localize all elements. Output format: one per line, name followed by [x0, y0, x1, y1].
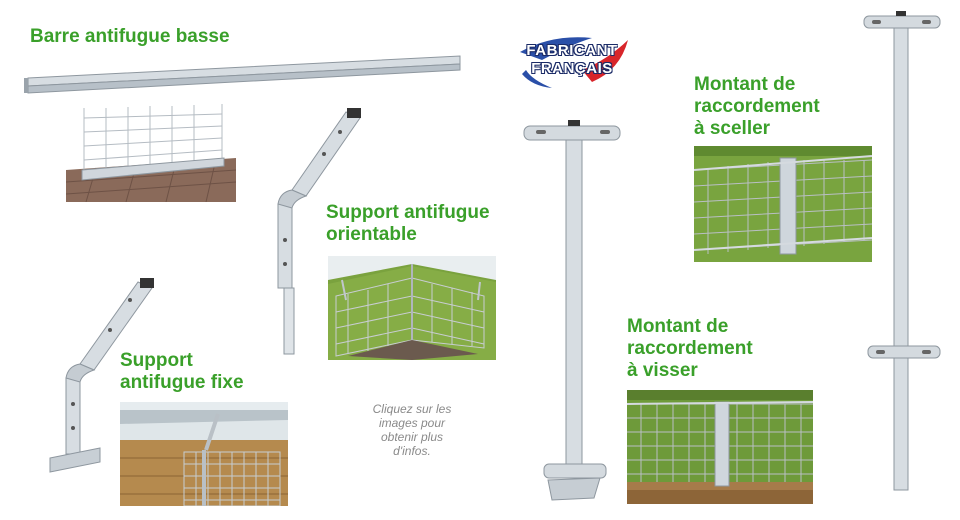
label-line: Support antifugue	[326, 202, 490, 223]
label-support-fixe: Support antifugue fixe	[120, 350, 244, 394]
note-line: images pour	[378, 416, 446, 430]
label-line: raccordement	[627, 338, 753, 359]
label-montant-visser: Montant de raccordement à visser	[627, 316, 753, 382]
label-barre-antifugue: Barre antifugue basse	[30, 26, 230, 47]
fabricant-francais-logo: FABRICANT FRANÇAIS	[512, 30, 632, 92]
label-line: Montant de	[694, 74, 796, 95]
label-line: à sceller	[694, 118, 771, 139]
note-line: d'infos.	[393, 444, 431, 458]
label-line: antifugue fixe	[120, 372, 244, 393]
thumb-montant-sceller[interactable]	[694, 146, 872, 262]
note-line: Cliquez sur les	[372, 402, 452, 416]
label-line: Support	[120, 350, 193, 371]
note-line: obtenir plus	[380, 430, 444, 444]
label-line: raccordement	[694, 96, 820, 117]
label-montant-sceller: Montant de raccordement à sceller	[694, 74, 820, 140]
thumb-montant-visser[interactable]	[627, 390, 813, 504]
thumb-barre-antifugue[interactable]	[66, 104, 236, 202]
thumb-support-fixe[interactable]	[120, 402, 288, 506]
logo-line-2: FRANÇAIS	[531, 60, 613, 77]
label-line: à visser	[627, 360, 698, 381]
label-support-orientable: Support antifugue orientable	[326, 202, 490, 246]
thumb-support-orientable[interactable]	[328, 256, 496, 360]
logo-line-1: FABRICANT	[526, 42, 618, 59]
label-line: orientable	[326, 224, 417, 245]
label-line: Montant de	[627, 316, 729, 337]
click-hint-note: Cliquez sur les images pour obtenir plus…	[352, 402, 472, 458]
